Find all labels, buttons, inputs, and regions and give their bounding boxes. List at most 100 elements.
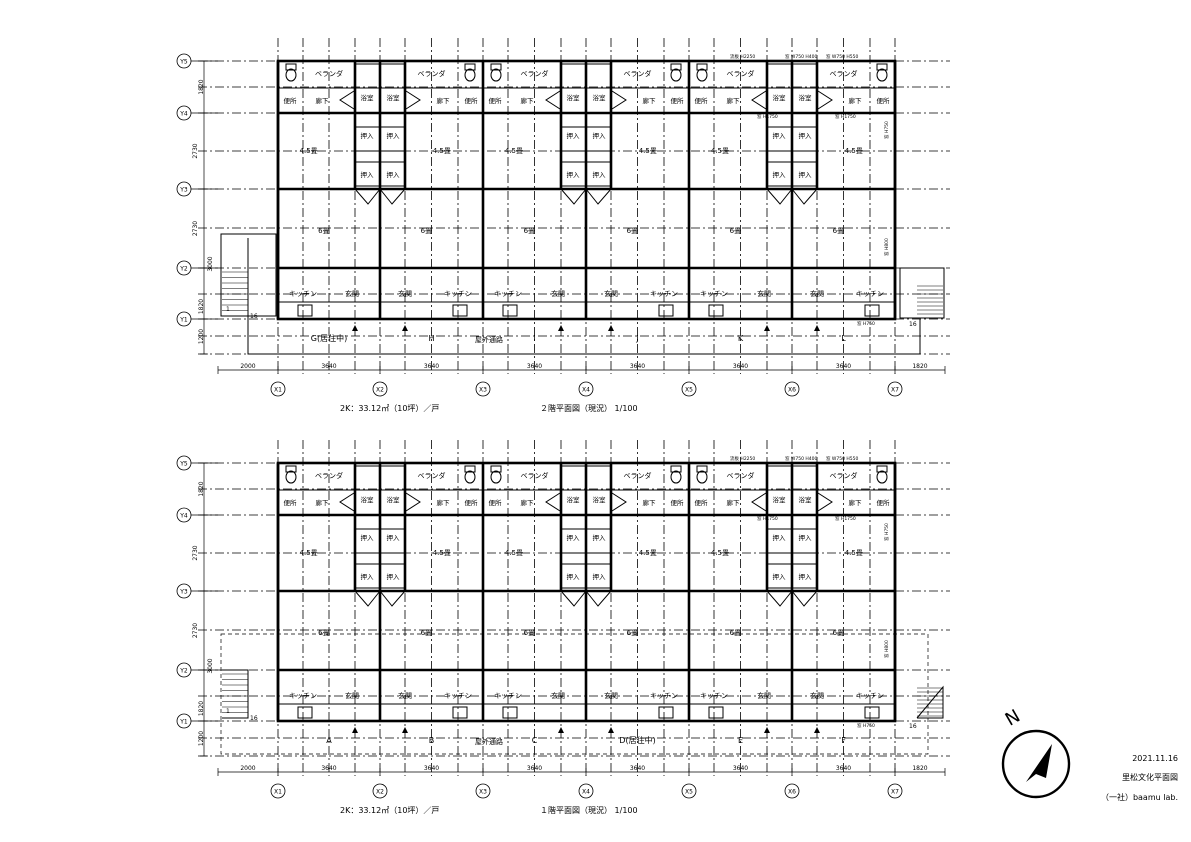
room-label-veranda: ベランダ xyxy=(315,471,343,480)
dimension-value: 2730 xyxy=(192,143,199,158)
toilet-bowl-icon xyxy=(464,470,476,484)
room-label-corridor: 廊下 xyxy=(437,96,451,105)
window-note: 窓 H800 xyxy=(883,238,890,256)
door-swing xyxy=(611,492,627,512)
door-swing xyxy=(611,90,627,110)
room-label-tatami45: 4.5畳 xyxy=(845,549,863,557)
room-label-kitchen: キッチン xyxy=(494,692,522,700)
kitchen-sink-icon xyxy=(658,706,674,719)
kitchen-sink-icon xyxy=(297,304,313,317)
room-label-tatami6: 6畳 xyxy=(627,629,638,637)
room-label-closet: 押入 xyxy=(593,533,607,542)
room-label-closet: 押入 xyxy=(567,533,581,542)
room-label-bath: 浴室 xyxy=(593,495,607,504)
room-label-veranda: ベランダ xyxy=(624,69,652,78)
column-axis-bubble xyxy=(681,381,697,397)
room-label-toilet: 便所 xyxy=(671,498,685,507)
bath-window-box xyxy=(585,465,612,491)
dimension-value: 2000 xyxy=(240,363,255,370)
unit-label: K xyxy=(738,334,744,343)
closet-box xyxy=(379,161,406,187)
unit-label: A xyxy=(326,736,332,745)
bath-window-box xyxy=(379,465,406,491)
room-label-tatami6: 6畳 xyxy=(318,629,329,637)
window-note: 窓 H750 xyxy=(857,722,875,729)
room-label-tatami6: 6畳 xyxy=(318,227,329,235)
kitchen-sink-icon xyxy=(502,706,518,719)
closet-door-swing xyxy=(766,590,793,607)
room-label-closet: 押入 xyxy=(387,533,401,542)
room-label-closet: 押入 xyxy=(773,572,787,581)
organization: （一社）baamu lab. xyxy=(1101,792,1178,802)
entry-arrow xyxy=(764,325,770,331)
door-swing xyxy=(545,90,561,110)
room-label-bath: 浴室 xyxy=(567,93,581,102)
room-label-closet: 押入 xyxy=(773,533,787,542)
stair-right xyxy=(899,267,945,319)
dimension-value: 3640 xyxy=(424,363,439,370)
toilet-tank xyxy=(670,465,682,473)
room-label-tatami6: 6畳 xyxy=(627,227,638,235)
door-swing xyxy=(339,492,355,512)
room-label-bath: 浴室 xyxy=(387,495,401,504)
toilet-tank xyxy=(490,465,502,473)
column-axis-bubble xyxy=(475,783,491,799)
room-label-closet: 押入 xyxy=(387,170,401,179)
north-label: N xyxy=(1002,706,1024,731)
outdoor-passage-outline xyxy=(247,238,921,355)
closet-box xyxy=(585,161,612,187)
column-axis-label: X1 xyxy=(274,387,282,394)
room-label-entrance: 玄関 xyxy=(810,691,824,700)
closet-box xyxy=(379,126,406,152)
column-axis-label: X4 xyxy=(582,387,590,394)
room-label-veranda: ベランダ xyxy=(521,69,549,78)
kitchen-sink-icon xyxy=(658,304,674,317)
room-label-closet: 押入 xyxy=(593,170,607,179)
closet-door-swing xyxy=(585,188,612,205)
room-label-closet: 押入 xyxy=(799,533,813,542)
door-swing xyxy=(817,90,833,110)
bath-window-box xyxy=(354,63,381,89)
column-axis-bubble xyxy=(887,783,903,799)
toilet-tank xyxy=(876,465,888,473)
room-label-closet: 押入 xyxy=(567,131,581,140)
window-note: 窓 H750 xyxy=(857,320,875,327)
window-note: 窓 H750 xyxy=(883,121,890,139)
dimension-value: 3640 xyxy=(733,363,748,370)
walls xyxy=(220,461,944,755)
window-note: 窓 H1750 xyxy=(835,515,856,522)
stair-step-label: 1 xyxy=(226,306,230,313)
room-label-toilet: 便所 xyxy=(284,498,298,507)
column-axis-label: X1 xyxy=(274,789,282,796)
row-axis-label: Y5 xyxy=(179,461,188,468)
toilet-bowl-icon xyxy=(490,68,502,82)
plan-title: ２階平面図（現況） 1/100 xyxy=(540,403,638,413)
room-label-tatami6: 6畳 xyxy=(833,227,844,235)
closet-door-swing xyxy=(560,188,587,205)
room-label-veranda: ベランダ xyxy=(418,69,446,78)
closet-box xyxy=(585,563,612,589)
toilet-tank xyxy=(490,63,502,71)
kitchen-sink-icon xyxy=(502,304,518,317)
closet-door-swing xyxy=(791,590,818,607)
room-label-tatami45: 4.5畳 xyxy=(505,549,523,557)
dimension-value: 3640 xyxy=(630,363,645,370)
room-label-tatami6: 6畳 xyxy=(833,629,844,637)
room-label-kitchen: キッチン xyxy=(700,692,728,700)
window-note: 窓 W750 H550 xyxy=(826,455,859,462)
room-label-bath: 浴室 xyxy=(799,93,813,102)
outdoor-passage-outline xyxy=(220,633,929,755)
stair-step-label: 16 xyxy=(250,715,258,722)
room-label-tatami6: 6畳 xyxy=(524,227,535,235)
room-label-corridor: 廊下 xyxy=(643,498,657,507)
room-label-closet: 押入 xyxy=(773,170,787,179)
room-label-tatami6: 6畳 xyxy=(730,227,741,235)
door-swing xyxy=(339,90,355,110)
room-label-bath: 浴室 xyxy=(773,93,787,102)
room-label-closet: 押入 xyxy=(361,572,375,581)
unit-label: L xyxy=(841,334,846,343)
room-label-tatami45: 4.5畳 xyxy=(639,147,657,155)
toilet-bowl-icon xyxy=(670,470,682,484)
toilet-bowl-icon xyxy=(670,68,682,82)
